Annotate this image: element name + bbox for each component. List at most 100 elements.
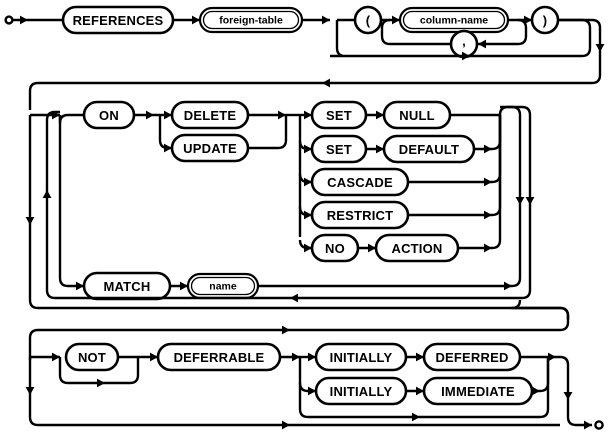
arrow-icon <box>292 352 300 362</box>
arrow-icon <box>524 15 532 25</box>
rail-to-update <box>158 115 172 150</box>
arrow-icon <box>25 217 35 225</box>
rail-action-merge <box>458 115 502 250</box>
arrow-icon <box>52 352 60 362</box>
node-deferrable-label: DEFERRABLE <box>174 350 265 365</box>
arrow-icon <box>180 281 188 291</box>
rail-comma-loop-right <box>478 18 528 46</box>
rail-row2-branch-to-match <box>58 277 84 288</box>
start-marker-icon <box>4 15 14 25</box>
node-comma-label: , <box>462 34 466 49</box>
arrow-icon <box>515 197 525 205</box>
arrow-icon <box>563 392 573 400</box>
arrow-icon <box>290 293 298 303</box>
rail-update-merge <box>248 115 288 150</box>
arrow-icon <box>484 210 492 220</box>
arrow-icon <box>304 144 312 154</box>
arrow-icon <box>304 210 312 220</box>
arrow-icon <box>146 110 154 120</box>
arrow-icon <box>368 243 376 253</box>
arrow-icon <box>376 110 384 120</box>
arrow-icon <box>484 243 492 253</box>
arrow-icon <box>322 15 330 25</box>
node-match-label: MATCH <box>104 279 151 294</box>
node-set-default-set-label: SET <box>326 142 352 157</box>
node-not-label: NOT <box>78 350 106 365</box>
node-rparen-label: ) <box>543 13 548 28</box>
arrow-icon <box>532 386 540 396</box>
arrow-icon <box>25 387 35 395</box>
arrow-icon <box>304 243 312 253</box>
arrow-icon <box>282 325 290 335</box>
node-action-label: ACTION <box>391 241 442 256</box>
rail-row2-exit-stub <box>510 299 570 320</box>
rail-on-branch-collector <box>498 105 532 290</box>
rail-initially-skip <box>298 357 550 419</box>
node-column-name-inner <box>402 10 506 30</box>
arrow-icon <box>416 386 424 396</box>
arrow-icon <box>484 177 492 187</box>
arrow-icon <box>278 110 286 120</box>
node-no-label: NO <box>325 241 345 256</box>
arrow-icon <box>478 39 486 49</box>
node-deferred-label: DEFERRED <box>435 350 508 365</box>
arrow-icon <box>42 190 52 198</box>
arrow-icon <box>484 144 492 154</box>
arrow-icon <box>304 177 312 187</box>
rail-row3-collector-to-end <box>559 355 592 427</box>
arrow-icon <box>412 412 420 422</box>
node-update-label: UPDATE <box>183 141 237 156</box>
rail-restrict-merge <box>408 115 502 217</box>
node-cascade-label: CASCADE <box>327 175 393 190</box>
rail-row2-repeat-loop <box>45 110 532 300</box>
arrow-icon <box>304 110 312 120</box>
arrow-icon <box>322 78 330 88</box>
rail-rparen-to-wrap <box>558 18 602 52</box>
arrow-icon <box>164 143 172 153</box>
arrow-icon <box>392 15 400 25</box>
rail-comma-loop-left <box>380 18 450 46</box>
end-marker-icon <box>594 420 604 430</box>
arrow-icon <box>308 352 316 362</box>
arrow-icon <box>164 110 172 120</box>
node-set-null-set-label: SET <box>326 108 352 123</box>
node-name-inner <box>190 276 256 296</box>
rail-immediate-merge <box>532 357 550 393</box>
arrow-icon <box>595 44 605 52</box>
node-lparen-label: ( <box>366 13 371 28</box>
node-delete-label: DELETE <box>184 108 237 123</box>
arrow-icon <box>192 15 200 25</box>
arrow-icon <box>376 144 384 154</box>
rail-default-merge <box>474 115 502 151</box>
arrow-icon <box>150 352 158 362</box>
node-name-label: name <box>209 281 237 293</box>
arrow-icon <box>97 378 105 388</box>
node-foreign-table-label: foreign-table <box>219 15 283 27</box>
rail-wrap-row1-to-row2 <box>28 52 602 110</box>
node-on-label: ON <box>99 108 119 123</box>
arrow-icon <box>504 281 512 291</box>
rail-paren-bypass-down <box>330 20 347 58</box>
arrow-icon <box>462 51 470 61</box>
node-immediate-label: IMMEDIATE <box>441 384 515 399</box>
node-references-label: REFERENCES <box>73 13 164 28</box>
node-default-label: DEFAULT <box>399 142 459 157</box>
arrow-icon <box>308 386 316 396</box>
arrow-icon <box>282 420 290 430</box>
arrow-icon <box>76 281 84 291</box>
node-restrict-label: RESTRICT <box>327 208 394 223</box>
arrow-icon <box>525 197 535 205</box>
rail-match-collector-top <box>500 105 522 116</box>
node-foreign-table-inner <box>202 10 300 30</box>
rail-paren-bypass-join <box>345 18 592 58</box>
arrow-icon <box>416 352 424 362</box>
rail-row3-outer-bypass <box>28 357 560 427</box>
arrow-icon <box>548 352 556 362</box>
rail-wrap-row2-to-row3 <box>28 299 570 360</box>
node-initially-deferred-initially-label: INITIALLY <box>330 350 393 365</box>
rail-to-initially-immediate <box>298 382 316 393</box>
arrow-icon <box>20 15 28 25</box>
rail-match-merge <box>258 115 522 288</box>
